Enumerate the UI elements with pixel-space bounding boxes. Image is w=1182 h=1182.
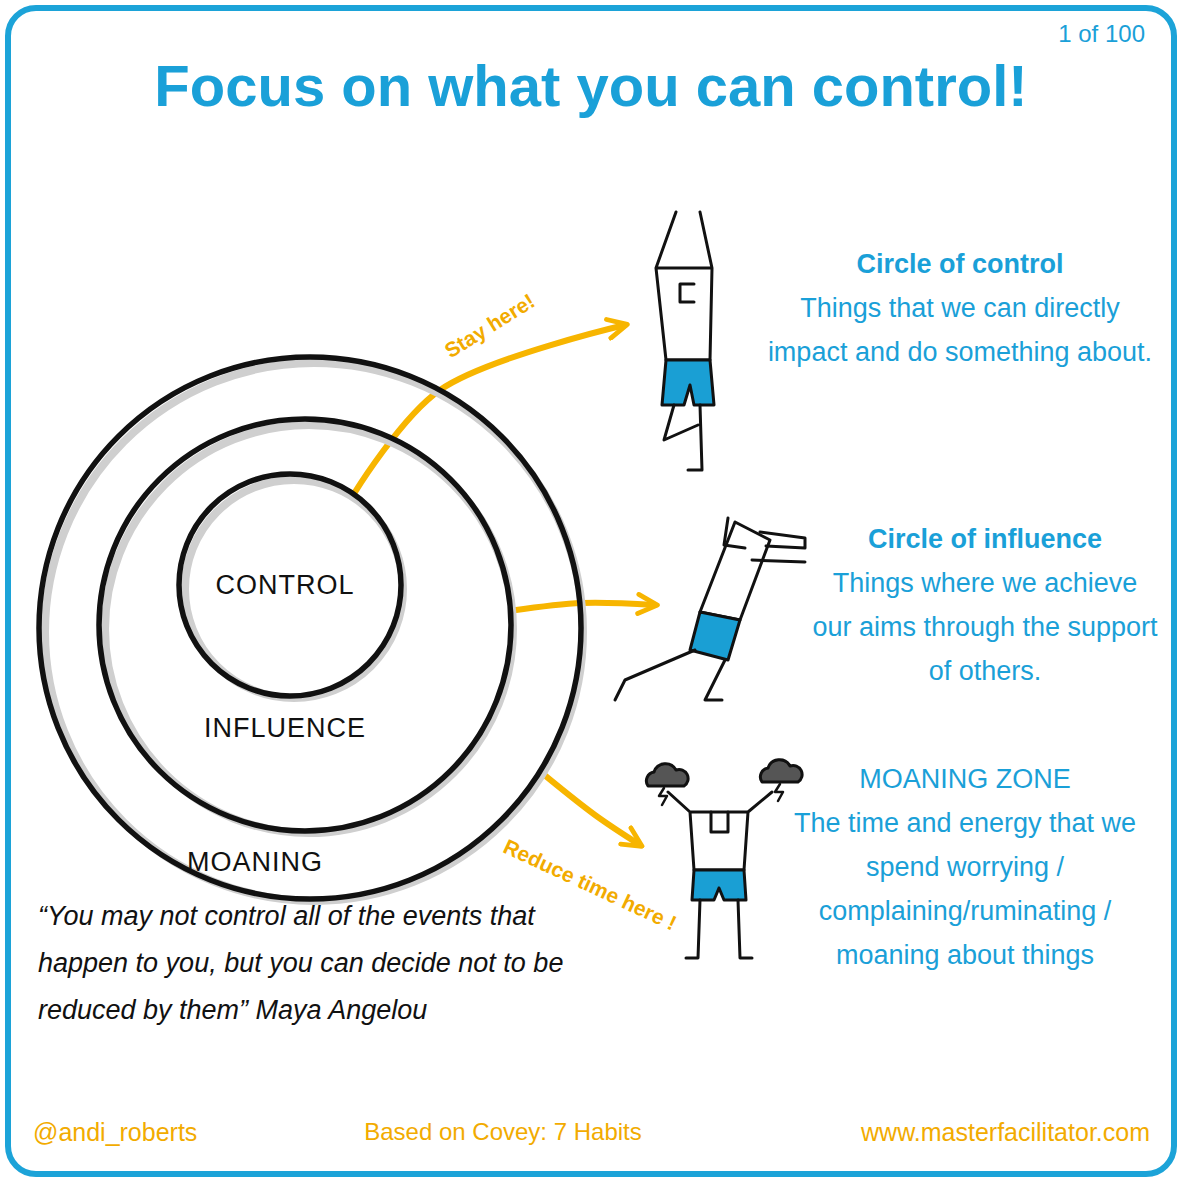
circle-label: MOANING	[165, 845, 345, 879]
figure-torso	[668, 792, 772, 870]
circle-ring	[39, 357, 581, 899]
page-counter: 1 of 100	[980, 20, 1145, 48]
figure-arms	[752, 532, 805, 562]
figure-shorts	[690, 612, 740, 660]
figure-head	[680, 284, 694, 302]
storm-cloud	[646, 764, 688, 786]
flow-arrow	[355, 325, 625, 492]
website-url: www.masterfacilitator.com	[700, 1118, 1150, 1147]
source-note: Based on Covey: 7 Habits	[318, 1118, 688, 1146]
circle-ring	[179, 474, 401, 696]
flow-arrow	[542, 773, 640, 845]
tree-pose-figure	[656, 212, 714, 470]
storm-cloud	[760, 760, 802, 782]
control-description: Circle of controlThings that we can dire…	[625, 240, 1160, 378]
node-body: Things where we achieve our aims through…	[810, 561, 1160, 693]
circle-label: CONTROL	[195, 568, 375, 602]
control-circle: CONTROL	[175, 470, 405, 700]
figure-head	[711, 812, 728, 832]
circle-label: INFLUENCE	[185, 711, 385, 745]
influence-description: Circle of influenceThings where we achie…	[655, 515, 1160, 697]
lightning-bolt	[659, 788, 667, 805]
figure-shorts	[692, 870, 746, 900]
page-frame	[8, 8, 1174, 1174]
node-heading: MOANING ZONE	[770, 757, 1160, 801]
figure-torso	[656, 212, 712, 360]
node-body: The time and energy that we spend worryi…	[770, 801, 1160, 977]
circle-outline	[35, 353, 585, 903]
node-heading: Circle of influence	[810, 517, 1160, 561]
node-heading: Circle of control	[760, 242, 1160, 286]
figure-legs	[615, 650, 725, 700]
figure-head	[724, 518, 745, 548]
circle-ring	[99, 419, 511, 831]
influence-circle: INFLUENCE CONTROL	[95, 415, 515, 835]
author-handle: @andi_roberts	[33, 1118, 293, 1147]
figure-legs	[664, 405, 702, 470]
lightning-bolt	[775, 784, 783, 801]
figure-legs	[686, 900, 752, 958]
pushing-figure	[615, 518, 805, 700]
node-body: Things that we can directly impact and d…	[760, 286, 1160, 374]
page-title: Focus on what you can control!	[0, 52, 1182, 119]
figure-torso	[700, 522, 770, 620]
figure-shorts	[662, 360, 714, 405]
moaning-description: MOANING ZONEThe time and energy that we …	[640, 755, 1160, 981]
moaning-circle: MOANING INFLUENCE CONTROL	[35, 353, 585, 903]
quote-text: “You may not control all of the events t…	[38, 893, 573, 1034]
